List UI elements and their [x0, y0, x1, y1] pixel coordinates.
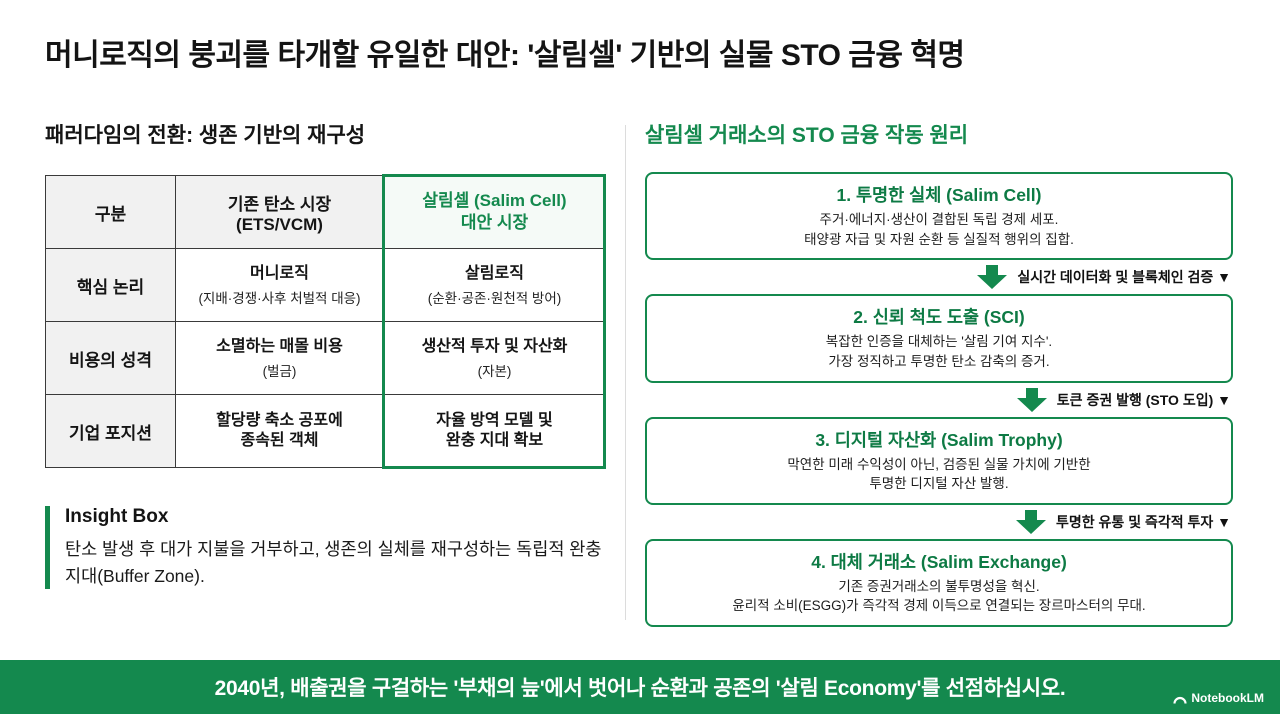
cell-sub-text: (벌금) — [262, 363, 297, 379]
left-column: 패러다임의 전환: 생존 기반의 재구성 구분 기존 탄소 시장 (ETS/VC… — [45, 122, 606, 589]
flow-arrow-row: 토큰 증권 발행 (STO 도입) ▼ — [645, 383, 1233, 417]
table-cell-old: 소멸하는 매몰 비용 (벌금) — [176, 322, 384, 396]
down-arrow-icon — [977, 265, 1008, 290]
cell-main-text: 소멸하는 매몰 비용 — [216, 337, 343, 355]
flow-step-title: 2. 신뢰 척도 도출 (SCI) — [853, 307, 1025, 328]
footer-message: 2040년, 배출권을 구걸하는 '부채의 늪'에서 벗어나 순환과 공존의 '… — [214, 677, 1066, 700]
comparison-table: 구분 기존 탄소 시장 (ETS/VCM) 살림셀 (Salim Cell) 대… — [45, 174, 606, 470]
cell-sub-text: (지배·경쟁·사후 처벌적 대응) — [198, 290, 361, 306]
table-cell-old: 머니로직 (지배·경쟁·사후 처벌적 대응) — [176, 249, 384, 323]
flow-step-title: 3. 디지털 자산화 (Salim Trophy) — [815, 429, 1063, 450]
table-header-salim-cell: 살림셀 (Salim Cell) 대안 시장 — [384, 176, 606, 250]
flow-arrow-row: 실시간 데이터화 및 블록체인 검증 ▼ — [645, 260, 1233, 294]
down-arrow-icon — [1016, 387, 1047, 412]
table-cell-new: 생산적 투자 및 자산화 (자본) — [384, 322, 606, 396]
cell-main-text: 살림로직 — [465, 264, 524, 282]
insight-box-body: 탄소 발생 후 대가 지불을 거부하고, 생존의 실체를 재구성하는 독립적 완… — [65, 539, 602, 586]
right-heading: 살림셀 거래소의 STO 금융 작동 원리 — [645, 124, 969, 147]
brand: NotebookLM — [1173, 691, 1264, 705]
table-header-old-market: 기존 탄소 시장 (ETS/VCM) — [176, 176, 384, 250]
cell-sub-text: (순환·공존·원천적 방어) — [427, 290, 562, 306]
cell-main-text: 머니로직 — [250, 264, 309, 282]
flow-step-title: 4. 대체 거래소 (Salim Exchange) — [811, 551, 1067, 572]
table-row-label: 기업 포지션 — [46, 395, 176, 469]
flow-step-sci: 2. 신뢰 척도 도출 (SCI) 복잡한 인증을 대체하는 '살림 기여 지수… — [645, 294, 1233, 383]
flow-arrow-label: 토큰 증권 발행 (STO 도입) ▼ — [1056, 391, 1231, 408]
flow-step-body: 막연한 미래 수익성이 아닌, 검증된 실물 가치에 기반한 투명한 디지털 자… — [787, 456, 1091, 492]
flow-step-body: 기존 증권거래소의 불투명성을 혁신. 윤리적 소비(ESGG)가 즉각적 경제… — [732, 578, 1146, 614]
cell-main-text: 생산적 투자 및 자산화 — [421, 337, 568, 355]
table-header-category: 구분 — [46, 176, 176, 250]
flow-step-salim-cell: 1. 투명한 실체 (Salim Cell) 주거·에너지·생산이 결합된 독립… — [645, 172, 1233, 261]
table-cell-new: 살림로직 (순환·공존·원천적 방어) — [384, 249, 606, 323]
insight-box: Insight Box 탄소 발생 후 대가 지불을 거부하고, 생존의 실체를… — [45, 506, 605, 589]
insight-box-title: Insight Box — [65, 506, 169, 528]
cell-sub-text: (자본) — [477, 363, 512, 379]
notebooklm-logo — [1173, 696, 1187, 704]
column-divider — [625, 125, 626, 620]
flow-step-salim-exchange: 4. 대체 거래소 (Salim Exchange) 기존 증권거래소의 불투명… — [645, 538, 1233, 627]
comparison-table-grid: 구분 기존 탄소 시장 (ETS/VCM) 살림셀 (Salim Cell) 대… — [45, 175, 606, 469]
table-cell-old: 할당량 축소 공포에 종속된 객체 — [176, 395, 384, 469]
table-cell-new: 자율 방역 모델 및 완충 지대 확보 — [384, 395, 606, 469]
right-column: 살림셀 거래소의 STO 금융 작동 원리 1. 투명한 실체 (Salim C… — [645, 122, 1233, 627]
footer-banner: 2040년, 배출권을 구걸하는 '부채의 늪'에서 벗어나 순환과 공존의 '… — [0, 660, 1280, 714]
brand-label: NotebookLM — [1191, 691, 1264, 705]
cell-main-text: 자율 방역 모델 및 완충 지대 확보 — [436, 411, 553, 450]
left-heading: 패러다임의 전환: 생존 기반의 재구성 — [45, 124, 366, 147]
flow-arrow-label: 투명한 유통 및 즉각적 투자 ▼ — [1056, 513, 1231, 530]
table-row-label: 핵심 논리 — [46, 249, 176, 323]
slide-title: 머니로직의 붕괴를 타개할 유일한 대안: '살림셀' 기반의 실물 STO 금… — [45, 39, 965, 72]
down-arrow-icon — [1016, 509, 1047, 534]
flow-step-body: 주거·에너지·생산이 결합된 독립 경제 세포. 태양광 자급 및 자원 순환 … — [804, 212, 1074, 247]
flow-step-title: 1. 투명한 실체 (Salim Cell) — [836, 185, 1042, 206]
flow-step-salim-trophy: 3. 디지털 자산화 (Salim Trophy) 막연한 미래 수익성이 아닌… — [645, 416, 1233, 505]
flow-arrow-label: 실시간 데이터화 및 블록체인 검증 ▼ — [1017, 269, 1231, 286]
flow-step-body: 복잡한 인증을 대체하는 '살림 기여 지수'. 가장 정직하고 투명한 탄소 … — [825, 334, 1053, 369]
table-row-label: 비용의 성격 — [46, 322, 176, 396]
flow-arrow-row: 투명한 유통 및 즉각적 투자 ▼ — [645, 505, 1233, 539]
cell-main-text: 할당량 축소 공포에 종속된 객체 — [216, 411, 343, 450]
